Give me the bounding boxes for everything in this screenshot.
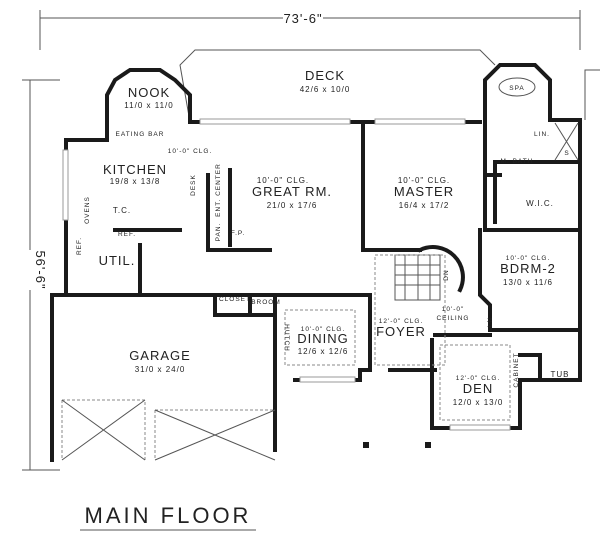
- svg-text:12'-0" CLG.: 12'-0" CLG.: [379, 318, 424, 325]
- svg-text:CLOSET: CLOSET: [219, 296, 251, 303]
- svg-text:OVENS: OVENS: [84, 196, 91, 224]
- den-ceiling-outline: [439, 344, 511, 421]
- svg-text:10'-0" CLG.: 10'-0" CLG.: [506, 255, 551, 262]
- svg-text:REF.: REF.: [118, 231, 136, 238]
- svg-text:CEILING: CEILING: [436, 315, 469, 322]
- nook-label: NOOK: [128, 85, 170, 100]
- svg-text:F.P.: F.P.: [231, 230, 245, 237]
- svg-text:12'-0" CLG.: 12'-0" CLG.: [456, 375, 501, 382]
- garage-label: GARAGE: [129, 348, 191, 363]
- svg-text:PAN.: PAN.: [215, 223, 222, 242]
- svg-text:ENT. CENTER: ENT. CENTER: [215, 163, 222, 217]
- svg-text:S: S: [564, 150, 569, 157]
- svg-text:11/0 x 11/0: 11/0 x 11/0: [124, 101, 173, 110]
- kitchen-label: KITCHEN: [103, 162, 167, 177]
- depth-dimension: 56'-6": [20, 79, 60, 471]
- great-room-label: GREAT RM.: [252, 184, 332, 199]
- spa-tub: [498, 77, 536, 97]
- svg-text:T.C.: T.C.: [113, 206, 131, 215]
- depth-dim-label: 56'-6": [33, 250, 48, 289]
- svg-text:SPA: SPA: [509, 85, 525, 92]
- svg-text:42/6 x 10/0: 42/6 x 10/0: [300, 85, 351, 94]
- svg-text:19/8 x 13/8: 19/8 x 13/8: [110, 177, 161, 186]
- svg-text:10'-0": 10'-0": [442, 306, 465, 313]
- windows: [62, 118, 511, 431]
- svg-text:10'-0" CLG.: 10'-0" CLG.: [301, 326, 346, 333]
- svg-text:10'-0" CLG.: 10'-0" CLG.: [398, 176, 450, 185]
- wic-label: W.I.C.: [526, 199, 554, 208]
- svg-text:DESK: DESK: [190, 174, 197, 196]
- svg-text:13/0 x 11/6: 13/0 x 11/6: [503, 278, 553, 287]
- svg-text:BROOM: BROOM: [251, 299, 281, 306]
- den-label: DEN: [463, 381, 493, 396]
- width-dim-label: 73'-6": [283, 11, 322, 26]
- util-label: UTIL.: [99, 253, 136, 268]
- width-dimension: 73'-6": [39, 10, 581, 50]
- bdrm2-label: BDRM-2: [500, 261, 556, 276]
- svg-text:EATING BAR: EATING BAR: [116, 131, 165, 138]
- master-label: MASTER: [394, 184, 454, 199]
- deck-outline: [179, 49, 496, 123]
- foyer-label: FOYER: [376, 324, 426, 339]
- svg-text:DN: DN: [443, 269, 450, 280]
- dining-label: DINING: [297, 331, 349, 346]
- svg-text:HUTCH: HUTCH: [283, 324, 290, 352]
- svg-text:LN: LN: [487, 317, 494, 327]
- svg-text:M. BATH: M. BATH: [501, 158, 534, 165]
- deck-label: DECK: [305, 68, 345, 83]
- svg-text:12/0 x 13/0: 12/0 x 13/0: [453, 398, 504, 407]
- foyer-outline: [374, 254, 446, 366]
- dining-ceiling-outline: [284, 309, 356, 366]
- svg-text:31/0 x 24/0: 31/0 x 24/0: [135, 365, 186, 374]
- plan-title: MAIN FLOOR: [85, 503, 252, 528]
- svg-text:TUB: TUB: [551, 370, 570, 379]
- svg-text:10'-0" CLG.: 10'-0" CLG.: [168, 148, 213, 155]
- svg-text:CABINET: CABINET: [513, 352, 520, 387]
- svg-text:LIN.: LIN.: [534, 131, 550, 138]
- svg-text:10'-0" CLG.: 10'-0" CLG.: [257, 176, 309, 185]
- stairs: [394, 254, 441, 301]
- svg-text:12/6 x 12/6: 12/6 x 12/6: [298, 347, 349, 356]
- svg-text:REF.: REF.: [76, 237, 83, 255]
- svg-text:16/4 x 17/2: 16/4 x 17/2: [399, 201, 450, 210]
- svg-text:21/0 x 17/6: 21/0 x 17/6: [267, 201, 318, 210]
